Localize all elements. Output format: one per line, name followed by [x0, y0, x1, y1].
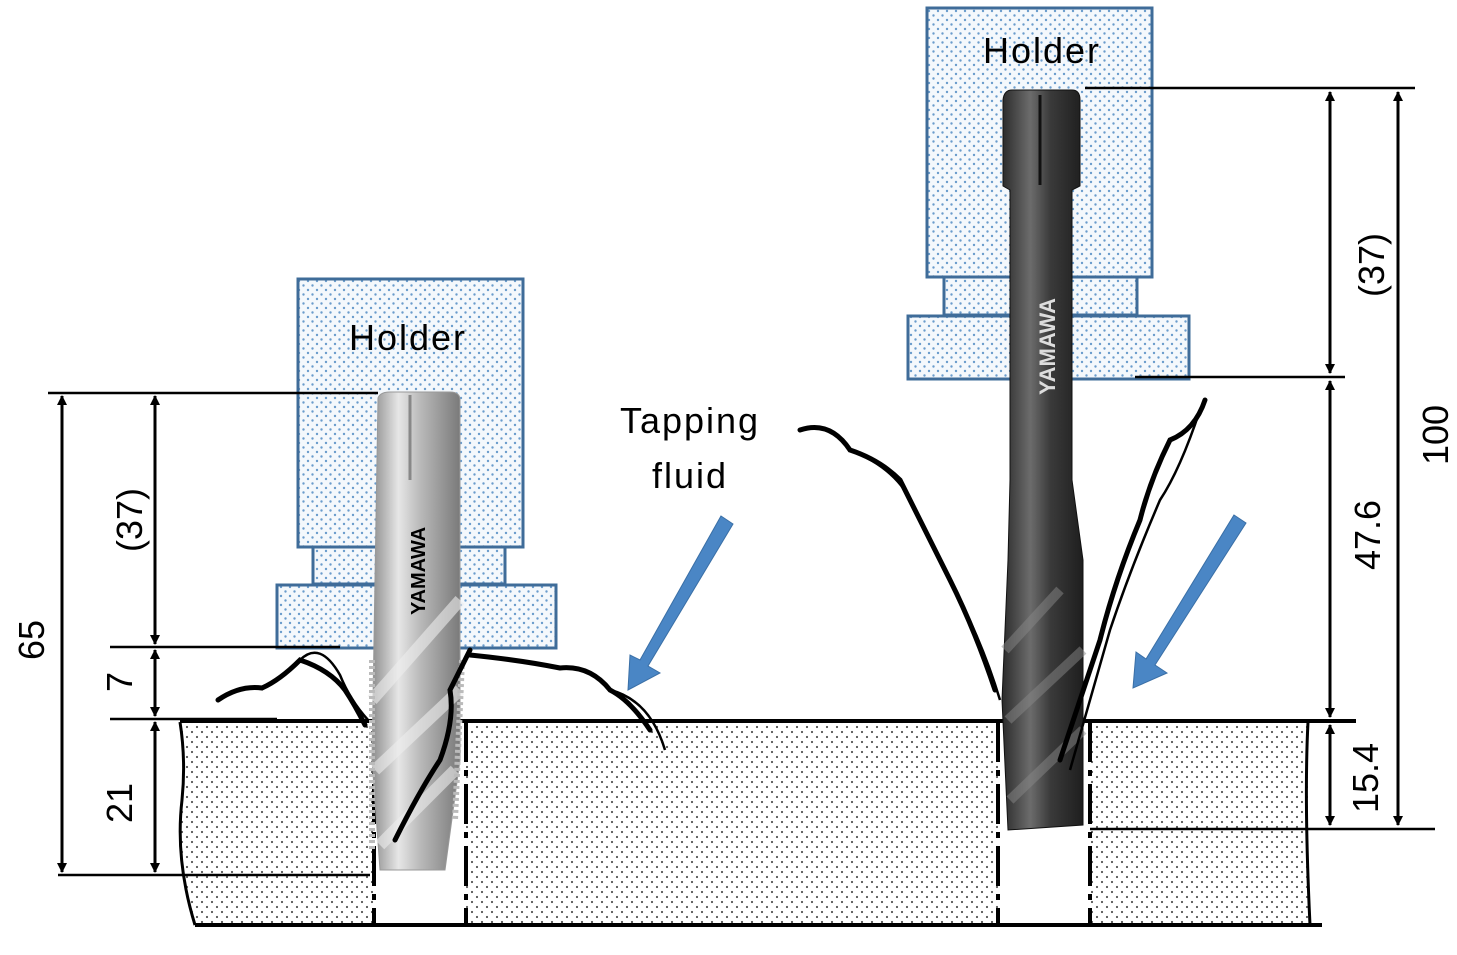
tapping-fluid-label: Tapping	[620, 400, 760, 441]
fluid-arrow-left	[627, 515, 734, 691]
yamawa-logo: YAMAWA	[408, 527, 430, 615]
dim-37-right: (37)	[1351, 233, 1392, 297]
tapping-fluid-arrows: Tapping fluid	[620, 400, 1247, 691]
chips	[215, 397, 1208, 843]
dim-7: 7	[99, 672, 140, 692]
dimensions-left: 65 (37) 7 21	[11, 391, 378, 877]
dim-21: 21	[99, 783, 140, 823]
dimensions-right: (37) 47.6 100 15.4	[1085, 86, 1456, 831]
dim-15-4: 15.4	[1345, 743, 1386, 813]
tap-right: YAMAWA	[1001, 89, 1087, 831]
dim-37-left: (37)	[109, 488, 150, 552]
fluid-arrow-right	[1132, 514, 1247, 689]
yamawa-logo: YAMAWA	[1035, 298, 1060, 395]
tap-left: YAMAWA	[367, 391, 465, 871]
tapping-fluid-label: fluid	[652, 455, 728, 496]
dim-100: 100	[1415, 405, 1456, 465]
dim-65: 65	[11, 620, 52, 660]
dim-47-6: 47.6	[1347, 500, 1388, 570]
workpiece	[178, 719, 1356, 927]
holder-label: Holder	[349, 317, 467, 358]
holder-label: Holder	[983, 30, 1101, 71]
